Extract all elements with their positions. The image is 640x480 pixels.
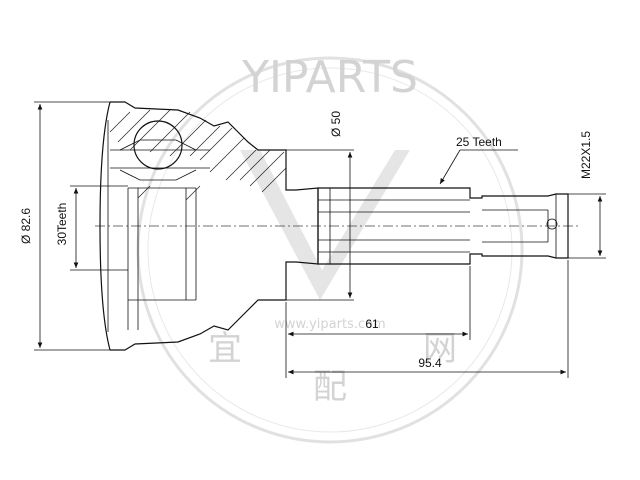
dim-overall-diameter: Ø 82.6 <box>19 101 110 351</box>
label-shaft-diameter: Ø 50 <box>329 111 343 137</box>
label-length-spline: 61 <box>365 317 379 331</box>
watermark-logo-icon <box>240 150 410 300</box>
housing-hatch <box>109 109 287 201</box>
outer-housing <box>99 101 319 351</box>
dim-length-total: 95.4 <box>285 260 569 378</box>
dim-spline-teeth: 25 Teeth <box>439 135 518 185</box>
dim-inner-teeth: 30Teeth <box>55 185 128 271</box>
dim-thread: M22X1.5 <box>568 131 606 259</box>
label-length-total: 95.4 <box>418 356 442 370</box>
watermark-char-left: 宜 <box>208 329 242 369</box>
label-spline-teeth: 25 Teeth <box>456 135 502 149</box>
watermark-url: www.yiparts.com <box>274 317 385 332</box>
label-inner-teeth: 30Teeth <box>55 203 69 246</box>
label-thread: M22X1.5 <box>579 131 593 179</box>
dim-shaft-diameter: Ø 50 <box>286 111 354 301</box>
watermark-char-mid: 配 <box>313 367 347 407</box>
dim-length-spline: 61 <box>285 266 471 340</box>
ball <box>133 120 183 170</box>
watermark-brand: YIPARTS <box>241 52 418 103</box>
label-overall-diameter: Ø 82.6 <box>19 208 33 244</box>
